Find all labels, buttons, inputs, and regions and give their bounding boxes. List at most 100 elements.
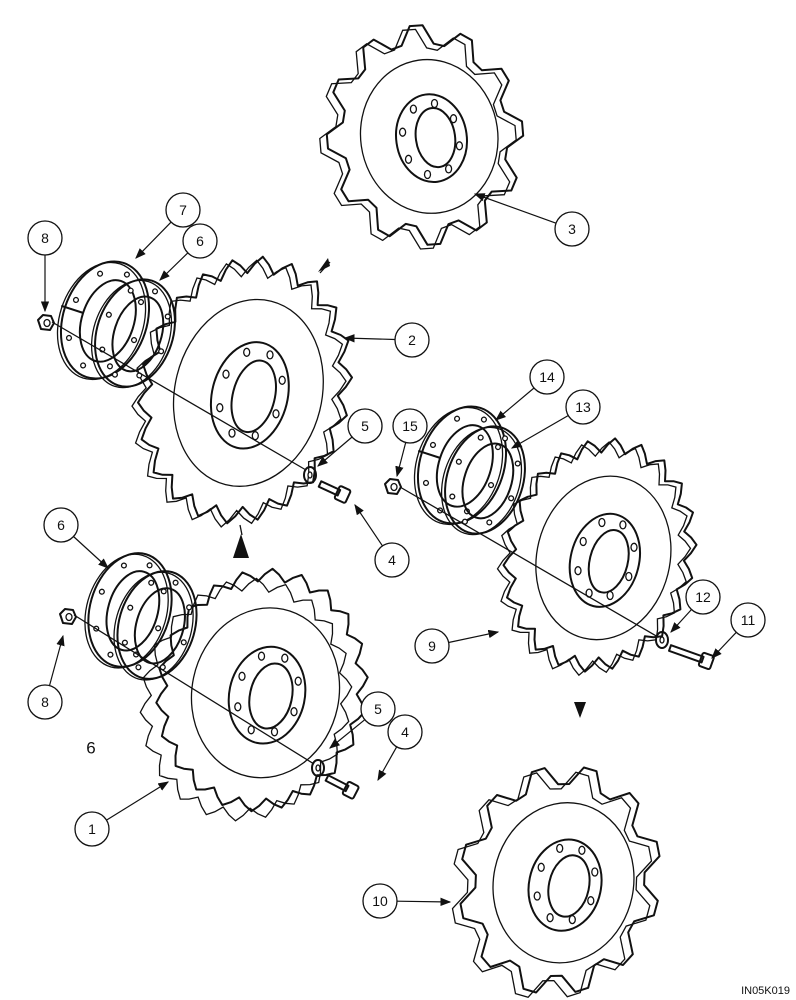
sprocket-2-bolt-hole: [222, 369, 230, 379]
sprocket-9-bolt-hole: [606, 590, 614, 601]
leader-line-6: [73, 536, 109, 569]
sprocket-10-teeth: [459, 766, 661, 994]
sprocket-3-bolt-hole: [449, 114, 458, 124]
callout-7: 7: [165, 192, 201, 228]
sprocket-3-bolt-hole: [444, 164, 453, 174]
shim-6-lower-b-hole: [180, 639, 187, 646]
callout-number: 3: [568, 221, 576, 237]
callout-circle: [529, 359, 565, 395]
shim-7-outer: [59, 260, 151, 380]
sprocket-3-bolt-hole: [430, 98, 439, 109]
leader-line-1: [106, 781, 170, 821]
shim-13-inner: [461, 442, 515, 520]
shim-7-hole: [123, 271, 130, 278]
sprocket-1-hub-flange: [227, 645, 307, 745]
sprocket-10-bolt-hole: [568, 914, 576, 925]
shim-6-lower-b-hole: [127, 604, 134, 611]
callout-circle: [394, 322, 430, 358]
shim-6-lower-b-hole: [148, 579, 155, 586]
callout-number: 9: [428, 638, 436, 654]
direction-arrow-right: [574, 702, 586, 718]
callout-1: 1: [74, 811, 110, 847]
shim-14-inner: [435, 424, 494, 508]
bolt-4-upper-geom: [317, 480, 352, 504]
callout-number: 1: [88, 821, 96, 837]
shim-7-edge: [56, 261, 147, 381]
sprocket-10-plate-edge: [492, 802, 635, 964]
shim-6-lower-a-hole: [120, 562, 127, 569]
sprocket-3-hub-flange: [395, 93, 468, 183]
sprocket-2-bolt-hole: [251, 431, 259, 441]
leader-line-11: [711, 631, 737, 659]
sprocket-9-rim-back: [496, 441, 692, 677]
shim-7: [56, 260, 151, 381]
shim-6-lower-b-hole: [135, 664, 142, 671]
callout-9: 9: [414, 628, 450, 664]
washer-12: [655, 631, 669, 649]
sprocket-1-bolt-hole: [238, 671, 246, 681]
callout-circle: [27, 684, 63, 720]
shim-6-lower-a-outer: [87, 552, 173, 668]
sprocket-1-bolt-hole: [294, 676, 302, 686]
shim-6-lower-a-hole: [98, 588, 105, 595]
callout-number: 13: [575, 399, 591, 415]
washer-5-upper: [303, 466, 317, 484]
sprocket-2-teeth: [137, 255, 353, 525]
sprocket-9-bolt-hole: [574, 566, 582, 576]
callout-8: 8: [27, 220, 63, 256]
alignment-line: [51, 321, 307, 471]
sprocket-3-bolt-hole: [423, 169, 432, 180]
callout-circle: [165, 192, 201, 228]
nut-8-lower: [59, 608, 77, 625]
shim-6-lower-a-inner: [105, 570, 161, 652]
callout-circle: [730, 602, 766, 638]
sprocket-10: [451, 766, 661, 999]
sprocket-1-bore: [248, 662, 294, 730]
callout-12: 12: [685, 579, 721, 615]
shim-13-hole: [514, 460, 521, 467]
sprocket-10-bolt-hole: [591, 867, 599, 877]
bolt-4-lower-geom: [324, 774, 360, 800]
sprocket-2-rim-back: [131, 259, 347, 528]
shim-14-hole: [422, 479, 430, 487]
leader-line-3: [473, 193, 557, 224]
shim-6-upper-hole: [151, 288, 159, 295]
callout-number: 4: [401, 724, 409, 740]
shim-7-split: [60, 304, 84, 314]
shim-6-upper-edge: [90, 279, 173, 389]
callout-15: 15: [392, 408, 428, 444]
sprocket-2-bolt-hole: [278, 375, 286, 385]
shim-14-hole: [429, 441, 437, 448]
leader-line-14: [495, 387, 535, 421]
callout-circle: [347, 408, 383, 444]
sprocket-9-bolt-hole: [619, 520, 627, 530]
callout-circle: [685, 579, 721, 615]
shim-6-lower-b-hole: [121, 639, 128, 646]
shim-13-hole: [477, 434, 484, 441]
callout-number: 15: [402, 418, 418, 434]
leader-line-5: [317, 436, 353, 467]
callout-number: 7: [179, 202, 187, 218]
leader-line-6: [159, 252, 189, 281]
shim-6-lower-b-outer: [116, 570, 198, 680]
leader-line-9: [448, 629, 500, 644]
shim-7-hole: [137, 298, 145, 306]
callout-circle: [27, 220, 63, 256]
washer-12-ring: [655, 631, 669, 649]
sprocket-3-bolt-hole: [404, 154, 413, 164]
shim-6-lower-b-hole: [186, 604, 193, 611]
callout-number: 5: [361, 418, 369, 434]
sprocket-10-bolt-hole: [537, 862, 545, 872]
alignment-line: [399, 486, 659, 638]
sprocket-1-bolt-hole: [234, 702, 242, 712]
sprocket-2-bolt-hole: [272, 409, 280, 419]
callout-number: 11: [741, 612, 756, 628]
label-6-unboxed: 6: [86, 739, 95, 758]
sprocket-9-bolt-hole: [625, 571, 633, 582]
callout-5: 5: [347, 408, 383, 444]
sprocket-1-rim-back: [139, 577, 353, 822]
callout-11: 11: [730, 602, 766, 638]
leader-line-4: [354, 504, 383, 547]
